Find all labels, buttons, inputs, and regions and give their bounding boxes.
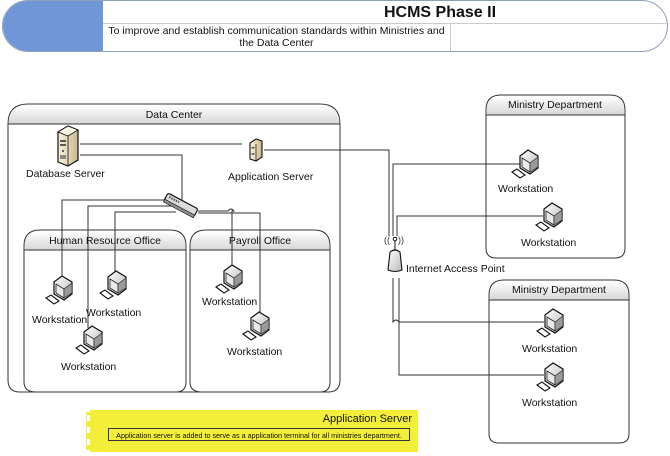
network-connections xyxy=(61,143,544,376)
link-switch-pay-ws1 xyxy=(198,208,236,268)
link-app-ap xyxy=(264,149,390,236)
database-server-label: Database Server xyxy=(26,168,105,180)
database-server-icon[interactable] xyxy=(57,125,79,167)
hr-workstation-1-label: Workstation xyxy=(32,314,87,326)
note-edge-pattern xyxy=(86,412,94,450)
application-server-icon[interactable] xyxy=(249,138,263,162)
link-switch-hr-ws3 xyxy=(87,205,172,328)
ministry-department-1-title: Ministry Department xyxy=(508,99,602,111)
hr-workstation-3-label: Workstation xyxy=(61,361,116,373)
ministry-2-workstation-1-label: Workstation xyxy=(522,343,577,355)
payroll-workstation-2-label: Workstation xyxy=(227,346,282,358)
payroll-workstation-1-label: Workstation xyxy=(202,296,257,308)
ministry-1-workstation-1-label: Workstation xyxy=(498,183,553,195)
hr-workstation-2-label: Workstation xyxy=(86,307,141,319)
svg-text:((: (( xyxy=(384,235,390,245)
ministry-department-2-title: Ministry Department xyxy=(512,284,606,296)
payroll-office-title: Payroll Office xyxy=(229,235,291,247)
annotation-note xyxy=(90,410,418,452)
application-server-label: Application Server xyxy=(228,171,314,183)
banner-empty-cell xyxy=(451,23,667,51)
link-ap-min2-ws2 xyxy=(398,278,544,376)
note-text: Application server is added to serve as … xyxy=(108,428,410,441)
link-ap-min1-ws1 xyxy=(392,163,521,236)
ministry-1-workstation-2-label: Workstation xyxy=(521,237,576,249)
hr-office-container xyxy=(23,229,187,393)
link-switch-pay-ws2 xyxy=(198,212,261,312)
header-banner: HCMS Phase II To improve and establish c… xyxy=(2,0,668,52)
link-switch-hr-ws2 xyxy=(114,211,176,272)
note-title: Application Server xyxy=(322,413,412,425)
page-title: HCMS Phase II xyxy=(383,4,497,21)
network-switch-icon[interactable] xyxy=(162,193,198,219)
page-description: To improve and establish communication s… xyxy=(103,23,451,51)
svg-text:)): )) xyxy=(398,235,404,245)
link-ap-min1-ws2 xyxy=(396,215,543,236)
internet-access-point-icon[interactable]: (( )) xyxy=(384,235,404,273)
internet-access-point-label: Internet Access Point xyxy=(406,263,505,275)
hr-office-title: Human Resource Office xyxy=(49,235,161,247)
ministry-department-1-container xyxy=(485,94,626,259)
link-db-switch xyxy=(80,154,183,200)
data-center-title: Data Center xyxy=(146,109,203,121)
ministry-2-workstation-2-label: Workstation xyxy=(522,397,577,409)
link-switch-hr-ws1 xyxy=(61,199,170,277)
ministry-department-2-container xyxy=(488,279,630,444)
banner-accent xyxy=(3,1,103,51)
